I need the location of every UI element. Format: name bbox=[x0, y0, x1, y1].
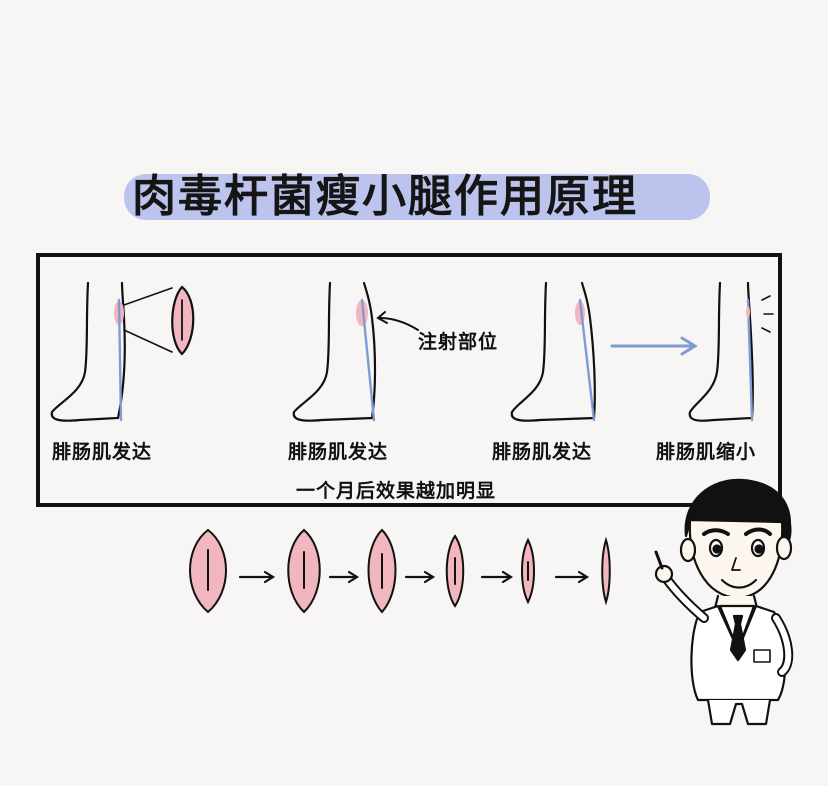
stage-label-4: 腓肠肌缩小 bbox=[656, 441, 757, 463]
stage-label-2: 腓肠肌发达 bbox=[288, 441, 389, 463]
muscle-sequence bbox=[189, 528, 611, 614]
stage-label-3: 腓肠肌发达 bbox=[492, 441, 593, 463]
title-banner: 肉毒杆菌瘦小腿作用原理 bbox=[120, 168, 710, 226]
sequence-arrows bbox=[238, 570, 590, 584]
footer-note: 一个月后效果越加明显 bbox=[296, 480, 497, 502]
transition-arrow bbox=[610, 336, 698, 356]
leg-illustration-1 bbox=[50, 281, 195, 422]
leg-illustration-4 bbox=[688, 281, 774, 422]
injection-site-label: 注射部位 bbox=[418, 331, 499, 353]
stage-label-1: 腓肠肌发达 bbox=[52, 441, 153, 463]
leg-illustration-2 bbox=[292, 281, 419, 422]
doctor-cartoon bbox=[654, 478, 794, 726]
leg-illustration-3 bbox=[510, 281, 596, 422]
page-title: 肉毒杆菌瘦小腿作用原理 bbox=[132, 171, 638, 222]
muscle-stage-6 bbox=[601, 536, 611, 606]
diagram-frame bbox=[36, 253, 782, 507]
title-highlight bbox=[124, 174, 710, 220]
